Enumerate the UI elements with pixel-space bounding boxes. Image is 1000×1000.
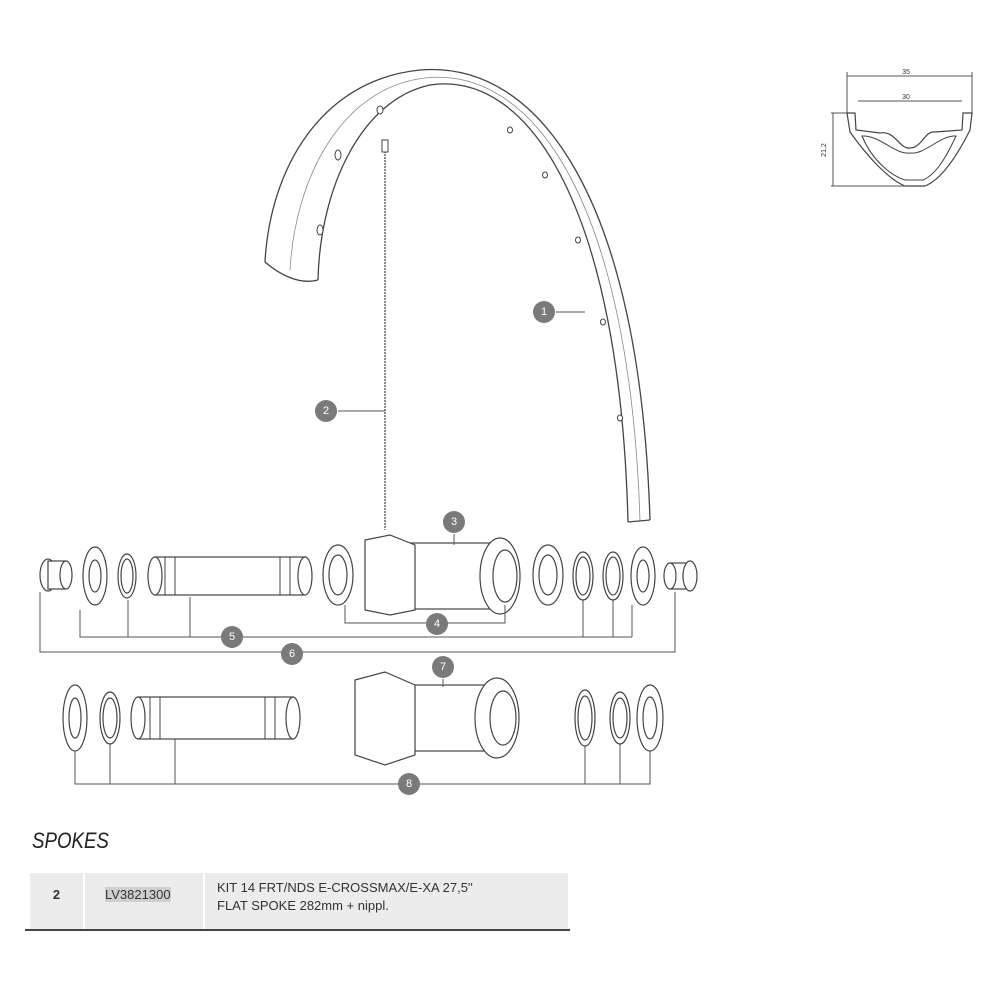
rim (264, 68, 651, 523)
front-hub-assembly (39, 534, 698, 616)
svg-text:7: 7 (440, 661, 446, 673)
rear-hub-assembly (62, 671, 664, 766)
leader-lines (39, 311, 676, 785)
callout-5: 5 (221, 626, 243, 648)
callout-2: 2 (315, 400, 337, 422)
svg-text:8: 8 (406, 778, 412, 790)
height-label: 21,2 (821, 143, 828, 157)
table-row: 2 LV3821300 KIT 14 FRT/NDS E-CROSSMAX/E-… (30, 873, 570, 929)
svg-text:5: 5 (229, 631, 235, 643)
part-number-cell: LV3821300 (85, 873, 205, 929)
callout-7: 7 (432, 656, 454, 678)
svg-text:3: 3 (451, 516, 457, 528)
callout-6: 6 (281, 643, 303, 665)
table-bottom-rule (25, 929, 570, 931)
svg-text:4: 4 (434, 618, 440, 630)
spoke (381, 139, 389, 530)
callout-1: 1 (533, 301, 555, 323)
inner-width-label: 30 (902, 94, 910, 101)
description-line-2: FLAT SPOKE 282mm + nippl. (217, 898, 389, 913)
svg-text:6: 6 (289, 648, 295, 660)
callout-3: 3 (443, 511, 465, 533)
rim-profile-cross-section: 35 30 21,2 (821, 69, 973, 187)
part-number[interactable]: LV3821300 (105, 887, 171, 902)
callout-4: 4 (426, 613, 448, 635)
description-line-1: KIT 14 FRT/NDS E-CROSSMAX/E-XA 27,5'' (217, 880, 473, 895)
description-cell: KIT 14 FRT/NDS E-CROSSMAX/E-XA 27,5'' FL… (205, 873, 570, 929)
svg-text:1: 1 (541, 306, 547, 318)
outer-width-label: 35 (902, 69, 910, 76)
callout-8: 8 (398, 773, 420, 795)
section-title: SPOKES (32, 828, 109, 853)
svg-text:2: 2 (323, 405, 329, 417)
ref-cell: 2 (30, 873, 85, 929)
